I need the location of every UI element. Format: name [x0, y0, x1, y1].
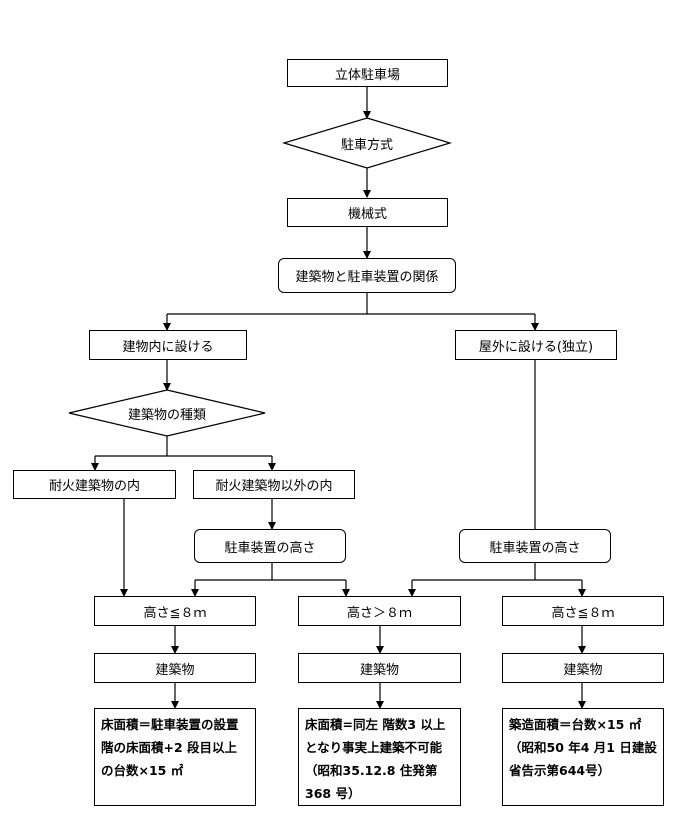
- node-relation: 建築物と駐車装置の関係: [278, 258, 456, 293]
- node-non-fireproof: 耐火建築物以外の内: [193, 470, 355, 499]
- node-building-1: 建築物: [94, 653, 256, 683]
- node-outside: 屋外に設ける(独立): [455, 330, 617, 360]
- node-parking: 立体駐車場: [287, 59, 448, 87]
- node-height-gt-8: 高さ＞８ｍ: [298, 596, 461, 626]
- node-height-left: 駐車装置の高さ: [194, 529, 346, 563]
- note-floor-area-height-over-8: 床面積=同左 階数3 以上となり事実上建築不可能 （昭和35.12.8 住発第3…: [298, 708, 461, 806]
- building-type-diamond: [68, 389, 266, 437]
- node-height-le-8-right: 高さ≦８ｍ: [502, 596, 664, 626]
- node-height-le-8-left: 高さ≦８ｍ: [94, 596, 256, 626]
- node-inside: 建物内に設ける: [89, 330, 247, 360]
- node-building-3: 建築物: [502, 653, 664, 683]
- node-building-2: 建築物: [298, 653, 461, 683]
- node-building-type: 建築物の種類: [127, 407, 206, 423]
- note-floor-area-fireproof: 床面積＝駐車装置の設置階の床面積+2 段目以上の台数×15 ㎡: [94, 708, 256, 806]
- node-height-right: 駐車装置の高さ: [459, 529, 611, 563]
- note-building-area-outdoor: 築造面積＝台数×15 ㎡ （昭和50 年4 月1 日建設省告示第644号）: [502, 708, 664, 806]
- node-fireproof: 耐火建築物の内: [13, 470, 176, 499]
- node-method: 駐車方式: [340, 137, 393, 153]
- node-mechanical: 機械式: [287, 198, 448, 227]
- method-diamond: [281, 117, 453, 169]
